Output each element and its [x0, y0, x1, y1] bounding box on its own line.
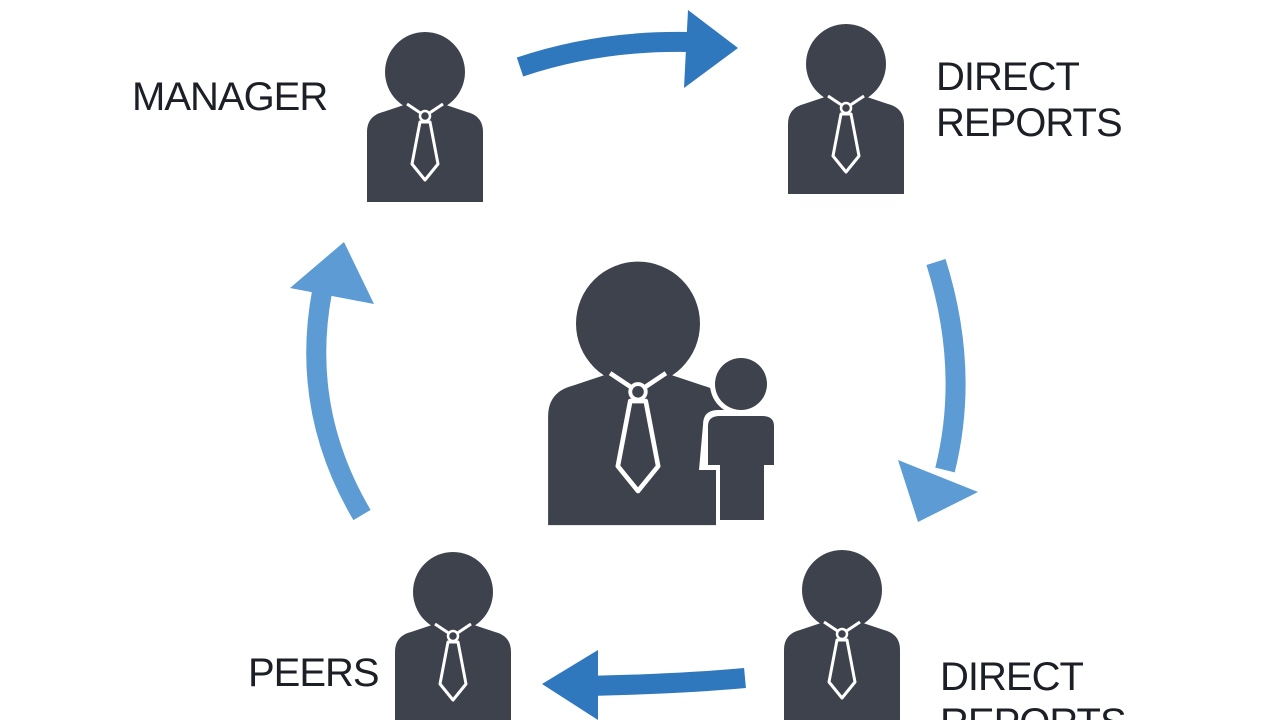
arrow-left-icon — [542, 650, 746, 720]
arrow-down-icon — [898, 258, 978, 522]
direct-reports-top-label-line-2: REPORTS — [936, 101, 1123, 145]
manager-label: MANAGER — [132, 74, 328, 120]
direct-reports-bottom-label-line-1: DIRECT — [940, 655, 1084, 699]
peers-label-line: PEERS — [248, 651, 380, 695]
manager-label-line: MANAGER — [132, 75, 328, 119]
arrow-up-icon — [290, 242, 374, 521]
direct-reports-top-label-line-1: DIRECT — [936, 55, 1080, 99]
peers-person-icon — [393, 550, 513, 720]
direct-reports-top-label: DIRECT REPORTS — [936, 54, 1123, 146]
direct-reports-bottom-label: DIRECT REPORTS — [940, 654, 1127, 720]
direct-reports-top-person-icon — [786, 22, 906, 196]
manager-person-icon — [365, 30, 485, 204]
direct-reports-bottom-label-line-2: REPORTS — [940, 700, 1127, 720]
peers-label: PEERS — [248, 650, 380, 696]
employee-with-colleague-icon — [548, 262, 781, 526]
direct-reports-bottom-person-icon — [782, 548, 902, 720]
arrow-right-icon — [516, 10, 738, 88]
